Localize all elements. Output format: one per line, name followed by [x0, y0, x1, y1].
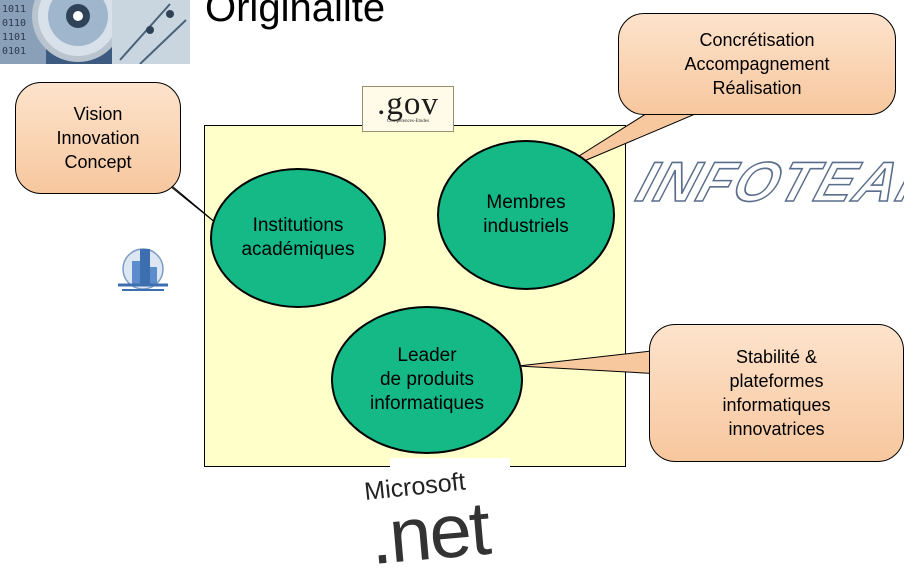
gov-logo-subtext: Compétences-Etudes [386, 119, 430, 124]
gov-logo-text: .gov [377, 86, 439, 122]
ellipse-industrial: Membres industriels [437, 140, 615, 290]
vision-callout: Vision Innovation Concept [15, 82, 181, 194]
cd-binary-image: 1011 0110 1101 0101 [0, 0, 190, 64]
svg-text:1011: 1011 [2, 4, 26, 15]
ellipse-academic-text: Institutions académiques [241, 215, 355, 260]
infoteam-logo: INFOTEAM [629, 149, 904, 214]
building-icon [118, 248, 168, 291]
slide-title: Originalité [205, 0, 386, 30]
net-logo-backdrop [390, 458, 510, 478]
vision-callout-text: Vision Innovation Concept [56, 104, 140, 172]
realisation-callout-text: Concrétisation Accompagnement Réalisatio… [684, 30, 830, 98]
net-logo-text: .net [366, 485, 493, 581]
ellipse-academic: Institutions académiques [210, 168, 386, 308]
infoteam-logo-text: INFOTEAM [629, 149, 904, 214]
ellipse-leader: Leader de produits informatiques [331, 306, 523, 454]
svg-text:0101: 0101 [2, 46, 26, 57]
svg-text:1101: 1101 [2, 32, 26, 43]
ellipse-leader-text: Leader de produits informatiques [369, 345, 485, 414]
svg-text:0110: 0110 [2, 18, 26, 29]
realisation-callout: Concrétisation Accompagnement Réalisatio… [618, 13, 896, 115]
stability-callout-tail [517, 349, 663, 375]
stability-callout: Stabilité & plateformes informatiques in… [649, 324, 904, 462]
cd-binary-icon: 1011 0110 1101 0101 [0, 0, 190, 64]
gov-logo: .gov Compétences-Etudes [362, 86, 454, 132]
stability-callout-text: Stabilité & plateformes informatiques in… [722, 347, 831, 439]
ellipse-industrial-text: Membres industriels [483, 192, 569, 237]
